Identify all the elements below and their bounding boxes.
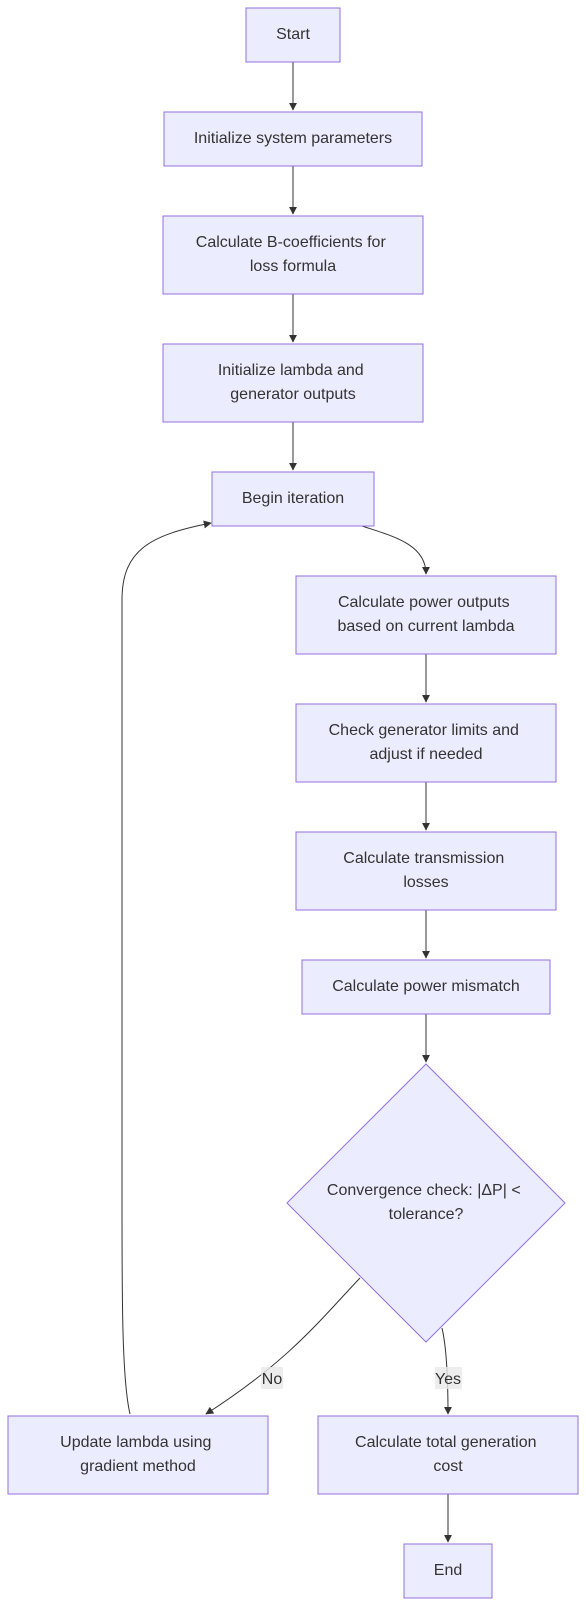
svg-text:Update lambda using grad: Update lambda using gradient method bbox=[60, 1434, 216, 1475]
node-convergence-line-2: tolerance? bbox=[389, 1206, 464, 1223]
node-check-limits-line-2: adjust if needed bbox=[370, 746, 483, 763]
node-calc-mismatch-line-1: Calculate power mismatch bbox=[332, 978, 520, 995]
node-init-lambda-line-2: generator outputs bbox=[230, 386, 355, 403]
node-total-cost: Calculate total generation cost bbox=[317, 1415, 579, 1495]
node-check-limits: Check generator limits and adjust if nee… bbox=[295, 703, 557, 783]
node-calc-losses-line-2: losses bbox=[403, 874, 448, 891]
node-end: End bbox=[403, 1543, 493, 1599]
svg-text:Calculate total generation: Calculate total generation cost bbox=[355, 1434, 541, 1475]
node-calc-power-line-2: based on current lambda bbox=[338, 618, 515, 635]
node-calc-power-line-1: Calculate power outputs bbox=[338, 594, 510, 611]
node-calc-power: Calculate power outputs based on current… bbox=[295, 575, 557, 655]
node-b-coeff-line-2: loss formula bbox=[250, 258, 336, 275]
node-init-lambda-line-1: Initialize lambda and bbox=[218, 362, 364, 379]
svg-text:Calculate transmission l: Calculate transmission losses bbox=[343, 850, 508, 891]
edge-label-yes: Yes bbox=[435, 1367, 462, 1389]
node-convergence: Convergence check: |ΔP| < tolerance? bbox=[286, 1063, 566, 1343]
edge-label-no-text: No bbox=[262, 1371, 283, 1388]
edge-convergence-yes-to-total-cost bbox=[441, 1327, 452, 1415]
node-update-lambda-line-2: gradient method bbox=[80, 1458, 196, 1475]
node-calc-mismatch: Calculate power mismatch bbox=[301, 959, 551, 1015]
node-check-limits-line-1: Check generator limits and bbox=[329, 722, 519, 739]
edge-label-yes-text: Yes bbox=[435, 1371, 461, 1388]
node-b-coeff-line-1: Calculate B-coefficients for bbox=[196, 234, 387, 251]
svg-text:End: End bbox=[434, 1562, 462, 1579]
node-calc-losses-line-1: Calculate transmission bbox=[343, 850, 504, 867]
node-begin-iter-line-1: Begin iteration bbox=[242, 490, 344, 507]
svg-text:Calculate power mismatch: Calculate power mismatch bbox=[332, 978, 520, 995]
edges bbox=[121, 62, 452, 1543]
edge-label-no: No bbox=[261, 1367, 283, 1389]
edge-begin-iter-to-calc-power bbox=[361, 525, 430, 575]
edge-update-lambda-to-begin-iter bbox=[121, 520, 212, 1415]
node-update-lambda-line-1: Update lambda using bbox=[60, 1434, 211, 1451]
node-b-coeff: Calculate B-coefficients for loss formul… bbox=[162, 215, 424, 295]
node-start-line-1: Start bbox=[276, 26, 310, 43]
node-convergence-line-1: Convergence check: |ΔP| < bbox=[327, 1182, 521, 1199]
node-init-lambda: Initialize lambda and generator outputs bbox=[162, 343, 424, 423]
node-total-cost-line-1: Calculate total generation bbox=[355, 1434, 536, 1451]
node-init-params-line-1: Initialize system parameters bbox=[194, 130, 392, 147]
svg-text:Initialize system parameters: Initialize system parameters bbox=[194, 130, 392, 147]
node-total-cost-line-2: cost bbox=[433, 1458, 463, 1475]
svg-text:Start: Start bbox=[276, 26, 310, 43]
edge-convergence-no-to-update-lambda bbox=[205, 1277, 361, 1415]
node-start: Start bbox=[245, 7, 341, 63]
node-calc-losses: Calculate transmission losses bbox=[295, 831, 557, 911]
svg-text:Calculate B-coefficients for: Calculate B-coefficients for loss formul… bbox=[196, 234, 390, 275]
node-begin-iter: Begin iteration bbox=[211, 471, 375, 527]
node-end-line-1: End bbox=[434, 1562, 462, 1579]
svg-text:Initialize lambda and ge: Initialize lambda and generator outputs bbox=[218, 362, 368, 403]
svg-text:Calculate power outputs: Calculate power outputs based on current… bbox=[338, 594, 515, 635]
svg-text:Convergence check: |ΔP| <: Convergence check: |ΔP| < tolerance? bbox=[327, 1182, 525, 1223]
node-update-lambda: Update lambda using gradient method bbox=[7, 1415, 269, 1495]
node-init-params: Initialize system parameters bbox=[163, 111, 423, 167]
svg-text:Begin iteration: Begin iteration bbox=[242, 490, 344, 507]
svg-text:Check generator limits and: Check generator limits and adjust if nee… bbox=[329, 722, 524, 763]
